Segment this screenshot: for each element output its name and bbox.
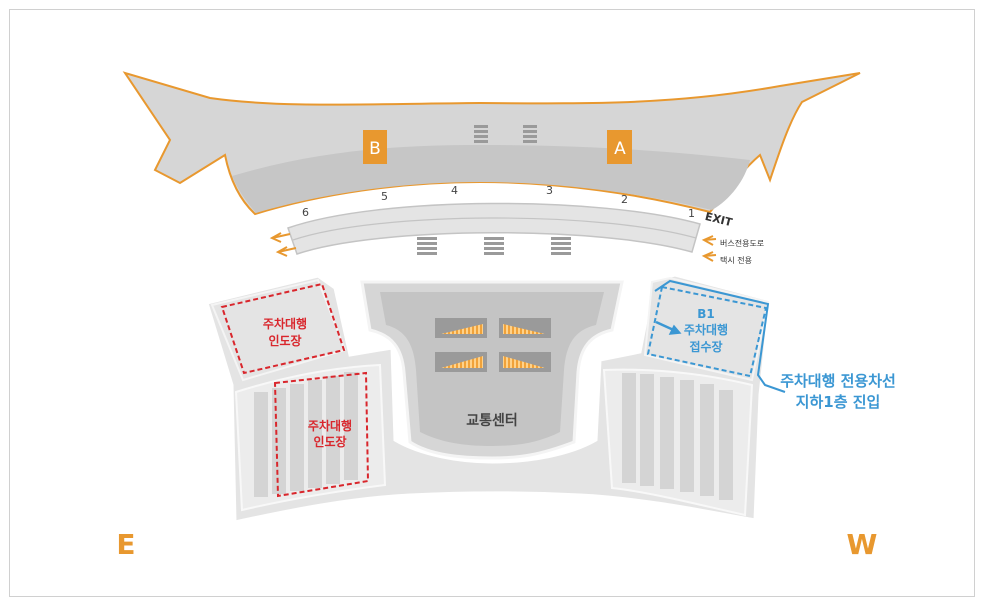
parking-block-upper-right xyxy=(643,276,770,382)
exit-label: EXIT xyxy=(704,210,734,229)
stairs-icon xyxy=(417,237,571,255)
curb-number-6: 6 xyxy=(302,206,309,219)
valet-dropoff-zone-upper xyxy=(220,282,346,375)
parking-stalls-right xyxy=(622,373,733,500)
valet-dropoff-lower-line2: 인도장 xyxy=(313,434,346,449)
b1-label: B1 xyxy=(697,307,715,321)
ramp xyxy=(435,318,551,372)
chevron-arrow-icon xyxy=(701,235,717,262)
arrow-icon xyxy=(655,320,682,335)
curb-number-3: 3 xyxy=(546,184,553,197)
direction-east: E xyxy=(116,528,135,561)
gate-b-sign xyxy=(363,130,387,164)
curb-number-1: 1 xyxy=(688,207,695,220)
valet-lane-route xyxy=(654,279,786,393)
valet-dropoff-zone-lower xyxy=(273,371,370,498)
valet-lane-callout-line2: 지하1층 진입 xyxy=(796,393,881,411)
chevron-arrow-icon xyxy=(269,232,297,257)
stairs-icon xyxy=(474,125,537,143)
valet-dropoff-upper-line1: 주차대행 xyxy=(263,316,307,331)
gate-b-label: B xyxy=(369,139,381,159)
curbside-road xyxy=(287,202,701,255)
bus-lane-label: 버스전용도로 xyxy=(720,238,764,248)
valet-dropoff-lower-line1: 주차대행 xyxy=(308,418,352,433)
b1-line3: 접수장 xyxy=(689,340,722,354)
valet-lane-callout-line1: 주차대행 전용차선 xyxy=(780,372,896,390)
taxi-lane-label: 택시 전용 xyxy=(720,255,752,265)
terminal-building xyxy=(122,71,861,216)
gate-a-label: A xyxy=(614,139,626,159)
curb-number-2: 2 xyxy=(621,193,628,206)
b1-line2: 주차대행 xyxy=(684,322,728,337)
curb-number-5: 5 xyxy=(381,190,388,203)
valet-dropoff-upper-line2: 인도장 xyxy=(268,333,301,348)
gate-a-sign xyxy=(607,130,632,164)
curb-number-4: 4 xyxy=(451,184,458,197)
direction-west: W xyxy=(847,528,878,561)
transport-center-label: 교통센터 xyxy=(466,413,518,429)
